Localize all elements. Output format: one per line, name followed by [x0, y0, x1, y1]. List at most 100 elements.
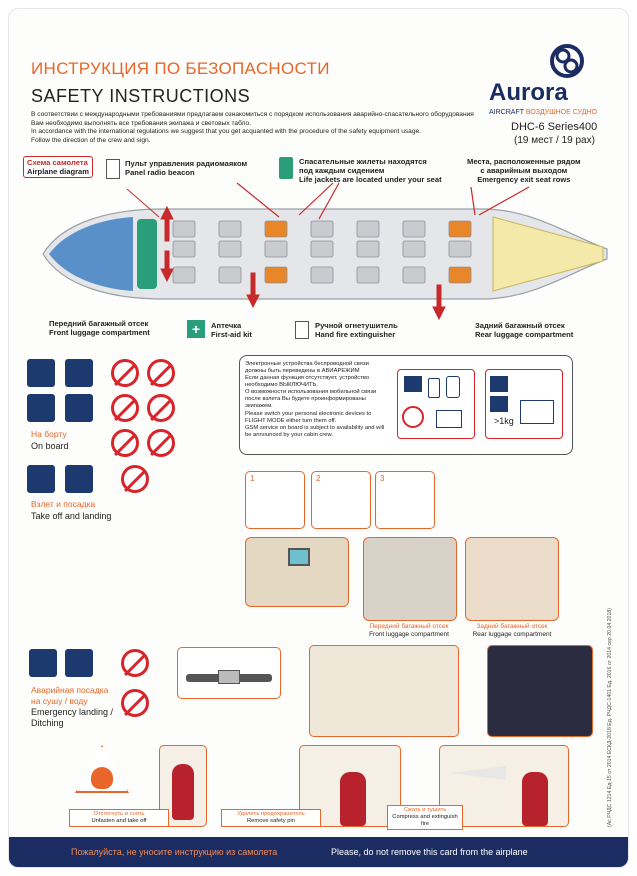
front-luggage-scene: [363, 537, 457, 621]
ditching-icon: [65, 649, 93, 677]
phone-icon: [446, 376, 460, 398]
ditching-label-ru-2: на сушу / воду: [31, 696, 88, 706]
no-toxic-icon: [111, 394, 139, 422]
life-jackets-label: Спасательные жилеты находятся под каждым…: [299, 157, 442, 184]
seatbelt-fastened-box: [177, 647, 281, 699]
no-wireless-icon: [402, 406, 424, 428]
landing-icon: [65, 359, 93, 387]
airplane-diagram: [42, 208, 608, 300]
no-phone-icon: [121, 465, 149, 493]
seat: [310, 266, 334, 284]
brand-name: Aurora: [489, 79, 568, 106]
rear-luggage-caption: Задний багажный отсек Rear luggage compa…: [472, 623, 552, 638]
extinguisher-step-3-caption: Сжать и тушить Compress and extinguish f…: [387, 805, 463, 830]
no-smoking-icon: [121, 689, 149, 717]
exit-seat: [264, 266, 288, 284]
devices-weight-box: >1kg: [485, 369, 563, 439]
aircraft-ru: ВОЗДУШНОЕ СУДНО: [525, 109, 597, 116]
front-luggage-caption: Передний багажный отсек Front luggage co…: [369, 623, 449, 638]
ditching-label-en-1: Emergency landing /: [31, 707, 114, 717]
buckle-icon: [218, 670, 240, 684]
devices-flight-mode-box: [397, 369, 475, 439]
seat: [356, 266, 380, 284]
airport-icon: [27, 394, 55, 422]
weight-label: >1kg: [494, 416, 514, 426]
seatbelt-step-1: 1: [245, 471, 305, 529]
rear-luggage-label: Задний багажный отсек Rear luggage compa…: [475, 321, 574, 339]
brace-position-scene: [309, 645, 459, 737]
seat: [402, 266, 426, 284]
extinguisher-label: Ручной огнетушитель Hand fire extinguish…: [315, 321, 398, 339]
window-icon: [288, 548, 310, 566]
intro-ru-1: В соответствии с международными требован…: [31, 111, 474, 118]
seat: [356, 240, 380, 258]
seat: [310, 240, 334, 258]
no-walking-icon: [147, 429, 175, 457]
no-battery-icon: [111, 429, 139, 457]
diagram-arrows: [126, 182, 530, 321]
intro-ru-2: Вам необходимо выполнять все требования …: [31, 119, 251, 127]
down-arrow-icon: [160, 250, 174, 283]
tablet-icon: [428, 378, 440, 398]
first-aid-icon: +: [187, 320, 205, 338]
seat: [448, 240, 472, 258]
airplane-icon: [404, 376, 422, 392]
down-arrow-icon: [246, 272, 260, 309]
footer-en: Please, do not remove this card from the…: [331, 847, 528, 857]
title-ru: ИНСТРУКЦИЯ ПО БЕЗОПАСНОСТИ: [31, 59, 330, 78]
seat: [402, 220, 426, 238]
aircraft-line: AIRCRAFT ВОЗДУШНОЕ СУДНО: [489, 109, 597, 116]
no-lighter-icon: [147, 359, 175, 387]
radio-beacon-icon: [106, 159, 120, 179]
extinguisher-step-2-caption: Удалить предохранитель Remove safety pin: [221, 809, 321, 827]
extinguisher-icon: [340, 772, 366, 826]
aurora-logo-icon: [550, 44, 584, 78]
intro-text: В соответствии с международными требован…: [31, 111, 481, 145]
landing-icon: [490, 396, 508, 412]
seat-group: [172, 220, 472, 284]
seat: [264, 240, 288, 258]
seat: [356, 220, 380, 238]
ditching-label-ru-1: Аварийная посадка: [31, 685, 109, 695]
no-smoking-icon: [111, 359, 139, 387]
seat-count: (19 мест / 19 pax): [514, 135, 595, 146]
intro-en-2: Follow the direction of the crew and sig…: [31, 136, 151, 144]
title-en: SAFETY INSTRUCTIONS: [31, 86, 251, 106]
laptop-icon: [520, 400, 554, 424]
seat: [310, 220, 334, 238]
laptop-icon: [436, 410, 462, 428]
seatbelt-step-3: 3: [375, 471, 435, 529]
seat: [218, 240, 242, 258]
extinguisher-icon: [172, 764, 194, 820]
exit-rows-label: Места, расположенные рядом с аварийным в…: [467, 157, 581, 184]
down-arrow-icon: [432, 284, 446, 321]
no-camera-icon: [147, 394, 175, 422]
airplane-icon: [490, 376, 508, 392]
seat: [218, 266, 242, 284]
intro-en-1: In accordance with the international reg…: [31, 128, 422, 136]
seat: [402, 240, 426, 258]
cabin-scene: [245, 537, 349, 607]
seat: [172, 220, 196, 238]
safety-card: ИНСТРУКЦИЯ ПО БЕЗОПАСНОСТИ SAFETY INSTRU…: [8, 8, 629, 868]
seat: [172, 266, 196, 284]
landing-icon: [65, 465, 93, 493]
exit-seat: [448, 266, 472, 284]
on-board-label-en: On board: [31, 441, 69, 451]
aircraft-model: DHC-6 Series400: [511, 121, 598, 133]
flame-icon: [91, 767, 113, 789]
airplane-icon: [65, 394, 93, 422]
scheme-label: Схема самолета Airplane diagram: [23, 156, 94, 178]
ditching-label-en-2: Ditching: [31, 718, 64, 728]
up-arrow-icon: [160, 205, 174, 242]
devices-text: Электронные устройства беспроводной связ…: [245, 361, 385, 438]
first-aid-label: Аптечка First-aid kit: [211, 321, 252, 339]
aircraft-en: AIRCRAFT: [489, 109, 524, 116]
extinguisher-icon: [522, 772, 548, 826]
on-board-label-ru: На борту: [31, 429, 67, 439]
extinguisher-step-1-caption: Отстегнуть и снять Unfasten and take off: [69, 809, 169, 827]
front-luggage-label: Передний багажный отсек Front luggage co…: [49, 319, 150, 337]
seatbelt-step-2: 2: [311, 471, 371, 529]
oxygen-mask-scene: [487, 645, 593, 737]
extinguisher-icon: [295, 321, 309, 339]
